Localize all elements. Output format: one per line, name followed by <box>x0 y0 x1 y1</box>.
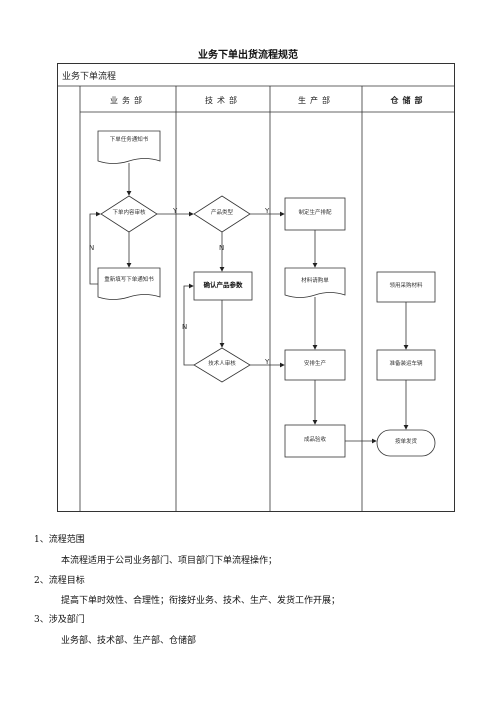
node-tech-review-shape <box>193 347 251 383</box>
section-3-heading: 3、涉及部门 <box>34 615 85 625</box>
lane-sales: 业务部 <box>110 96 146 105</box>
label-yes-techreview: Y <box>265 358 270 366</box>
node-final-inspection: 成品验收 <box>303 437 326 443</box>
edge-revise-loop <box>89 211 101 285</box>
node-confirm-params: 确认产品参数 <box>203 281 243 289</box>
section-1-heading: 1、流程范围 <box>34 535 85 545</box>
label-yes-producttype: Y <box>265 207 270 215</box>
lane-tech: 技术部 <box>205 96 241 105</box>
label-no-producttype: N <box>219 244 225 252</box>
node-revise-notice: 重新填写下单通知书 <box>104 277 154 283</box>
lane-warehouse: 仓储部 <box>390 96 427 105</box>
label-yes-review: Y <box>173 207 178 215</box>
node-sales-review: 下单内容审核 <box>112 210 146 216</box>
flowchart-title: 业务下单流程 <box>62 72 117 82</box>
flowchart-frame <box>57 63 455 512</box>
node-warehouse-material: 领用采购材料 <box>389 283 423 289</box>
node-tech-review: 技术人审核 <box>208 361 236 367</box>
lane-production: 生产部 <box>298 96 334 105</box>
section-2-body: 提高下单时效性、合理性；衔接好业务、技术、生产、发货工作开展； <box>61 596 341 606</box>
edge-techreview-loop <box>183 283 194 366</box>
label-no-techreview: N <box>182 323 188 331</box>
node-material-prep-shape <box>284 267 346 298</box>
node-ship: 按单发货 <box>394 439 417 445</box>
node-prepare-ship: 准备装运车辆 <box>389 361 423 367</box>
section-2-heading: 2、流程目标 <box>34 576 85 586</box>
node-ship-shape <box>376 429 436 457</box>
node-revise-notice-shape <box>97 267 161 300</box>
section-1-body: 本流程适用于公司业务部门、项目部门下单流程操作； <box>61 556 278 566</box>
label-no-review: N <box>89 244 95 252</box>
section-3-body: 业务部、技术部、生产部、仓储部 <box>61 636 197 646</box>
node-product-type: 产品类型 <box>210 210 233 216</box>
node-schedule: 制定生产排配 <box>298 210 332 216</box>
node-arrange-production: 安排生产 <box>303 361 326 367</box>
document-title: 业务下单出货流程规范 <box>198 50 298 61</box>
node-confirm-params-shape <box>193 271 253 301</box>
node-notice-shape <box>97 130 161 164</box>
node-material-prep: 材料请购单 <box>301 278 329 284</box>
node-notice: 下单任务通知书 <box>109 137 149 143</box>
